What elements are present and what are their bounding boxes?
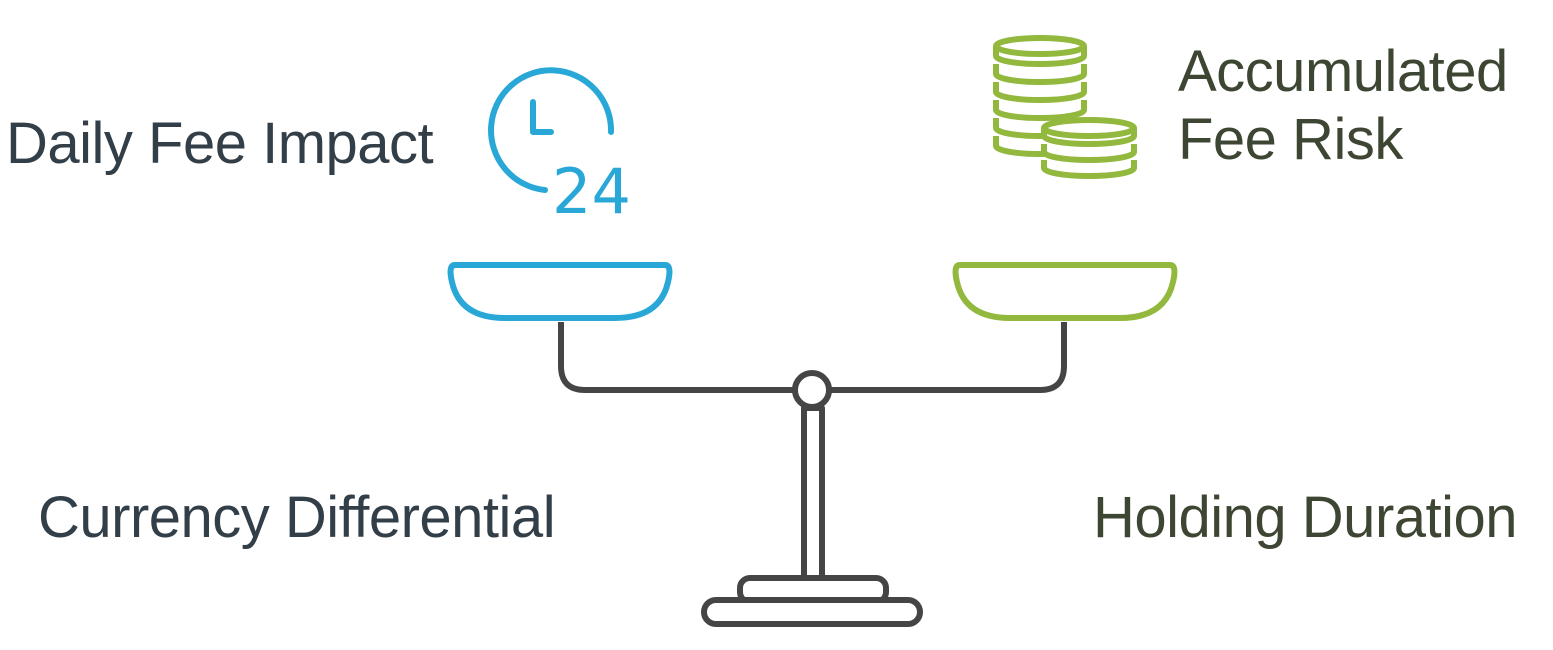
clock-24-icon: 24: [488, 67, 631, 228]
holding-duration-label: Holding Duration: [1093, 485, 1518, 550]
accumulated-fee-risk-line-1: Accumulated: [1178, 39, 1508, 104]
clock-hands: [530, 99, 554, 135]
accumulated-fee-risk-label: Accumulated Fee Risk: [1178, 38, 1508, 174]
clock-arc: [488, 67, 615, 193]
scale-frame: [558, 322, 1067, 627]
accumulated-fee-risk-line-2: Fee Risk: [1178, 107, 1403, 172]
daily-fee-impact-label: Daily Fee Impact: [6, 111, 434, 176]
coin-stack-icon: [993, 35, 1137, 179]
scale-base-bottom: [701, 597, 923, 627]
scale-pivot: [792, 370, 832, 410]
scale-pillar: [801, 405, 825, 581]
left-scale-pan: [447, 262, 673, 321]
currency-differential-label: Currency Differential: [38, 485, 556, 550]
clock-24-text: 24: [552, 155, 631, 228]
right-scale-pan: [952, 262, 1178, 321]
short-coin-stack: [1041, 117, 1137, 179]
